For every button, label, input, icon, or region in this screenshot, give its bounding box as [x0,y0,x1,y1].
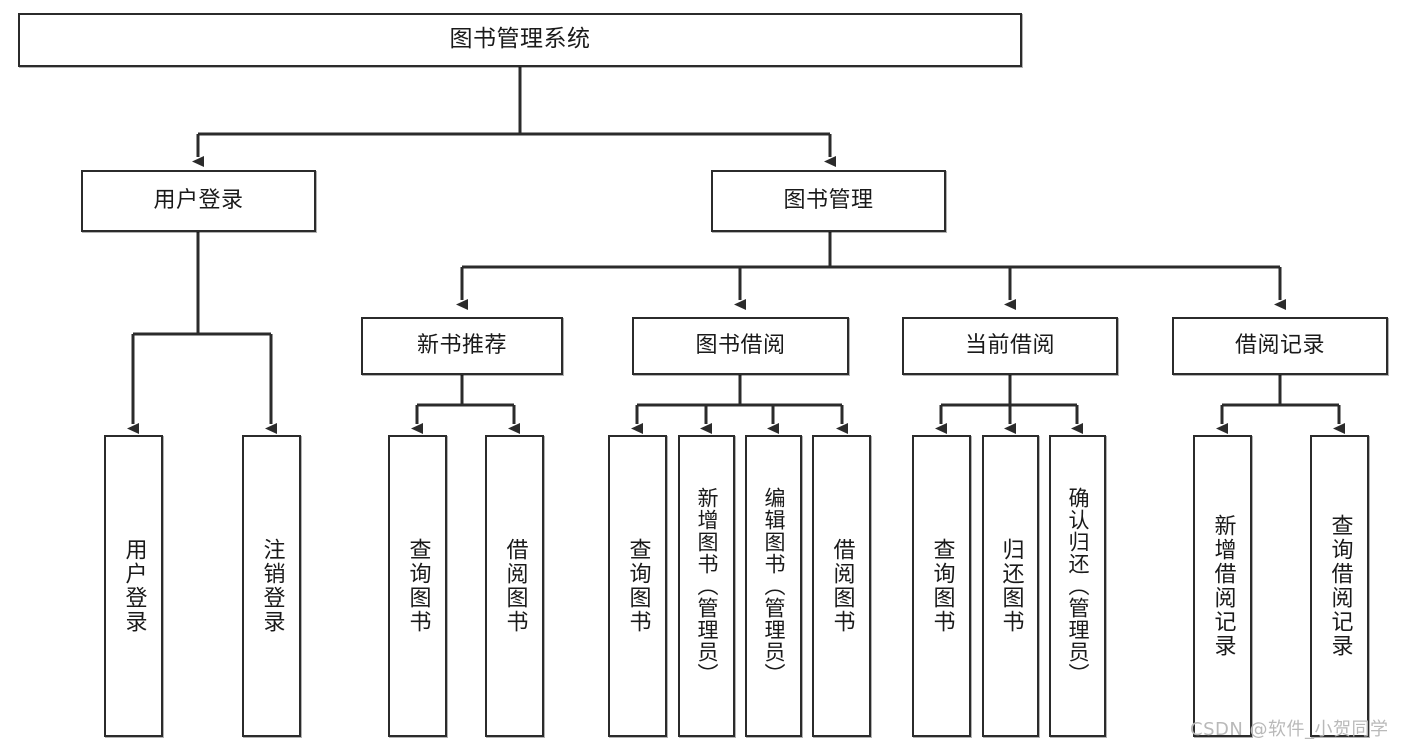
node-label: 用户登录 [153,188,244,214]
node-book-management[interactable]: 图书管理 [711,170,946,232]
node-label: 查询图书 [625,538,651,634]
node-root-book-management-system[interactable]: 图书管理系统 [18,13,1022,67]
node-label: 新增图书（管理员） [695,487,719,685]
leaf-query-book-recommend[interactable]: 查询图书 [388,435,447,737]
leaf-add-borrow-record[interactable]: 新增借阅记录 [1193,435,1252,737]
leaf-borrow-book-recommend[interactable]: 借阅图书 [485,435,544,737]
node-label: 用户登录 [121,538,147,634]
node-label: 新增借阅记录 [1210,514,1236,658]
leaf-query-book-borrow[interactable]: 查询图书 [608,435,667,737]
node-label: 查询借阅记录 [1327,514,1353,658]
leaf-user-logout[interactable]: 注销登录 [242,435,301,737]
node-label: 借阅记录 [1234,333,1325,359]
node-label: 图书管理系统 [449,26,591,53]
node-label: 确认归还（管理员） [1066,487,1090,685]
node-label: 查询图书 [405,538,431,634]
leaf-query-book-current[interactable]: 查询图书 [912,435,971,737]
node-label: 新书推荐 [416,333,507,359]
leaf-confirm-return-admin[interactable]: 确认归还（管理员） [1049,435,1106,737]
node-label: 归还图书 [998,538,1024,634]
node-label: 当前借阅 [964,333,1055,359]
node-label: 图书借阅 [695,333,786,359]
node-borrow-record[interactable]: 借阅记录 [1172,317,1388,375]
node-label: 借阅图书 [829,538,855,634]
leaf-query-borrow-record[interactable]: 查询借阅记录 [1310,435,1369,737]
leaf-add-book-admin[interactable]: 新增图书（管理员） [678,435,735,737]
node-label: 注销登录 [259,538,285,634]
node-book-borrow[interactable]: 图书借阅 [632,317,849,375]
leaf-edit-book-admin[interactable]: 编辑图书（管理员） [745,435,802,737]
node-label: 借阅图书 [502,538,528,634]
node-current-borrow[interactable]: 当前借阅 [902,317,1118,375]
leaf-user-login[interactable]: 用户登录 [104,435,163,737]
node-new-book-recommend[interactable]: 新书推荐 [361,317,563,375]
leaf-return-book[interactable]: 归还图书 [982,435,1039,737]
leaf-borrow-book[interactable]: 借阅图书 [812,435,871,737]
node-user-login[interactable]: 用户登录 [81,170,316,232]
node-label: 查询图书 [929,538,955,634]
node-label: 编辑图书（管理员） [762,487,786,685]
node-label: 图书管理 [783,188,874,214]
